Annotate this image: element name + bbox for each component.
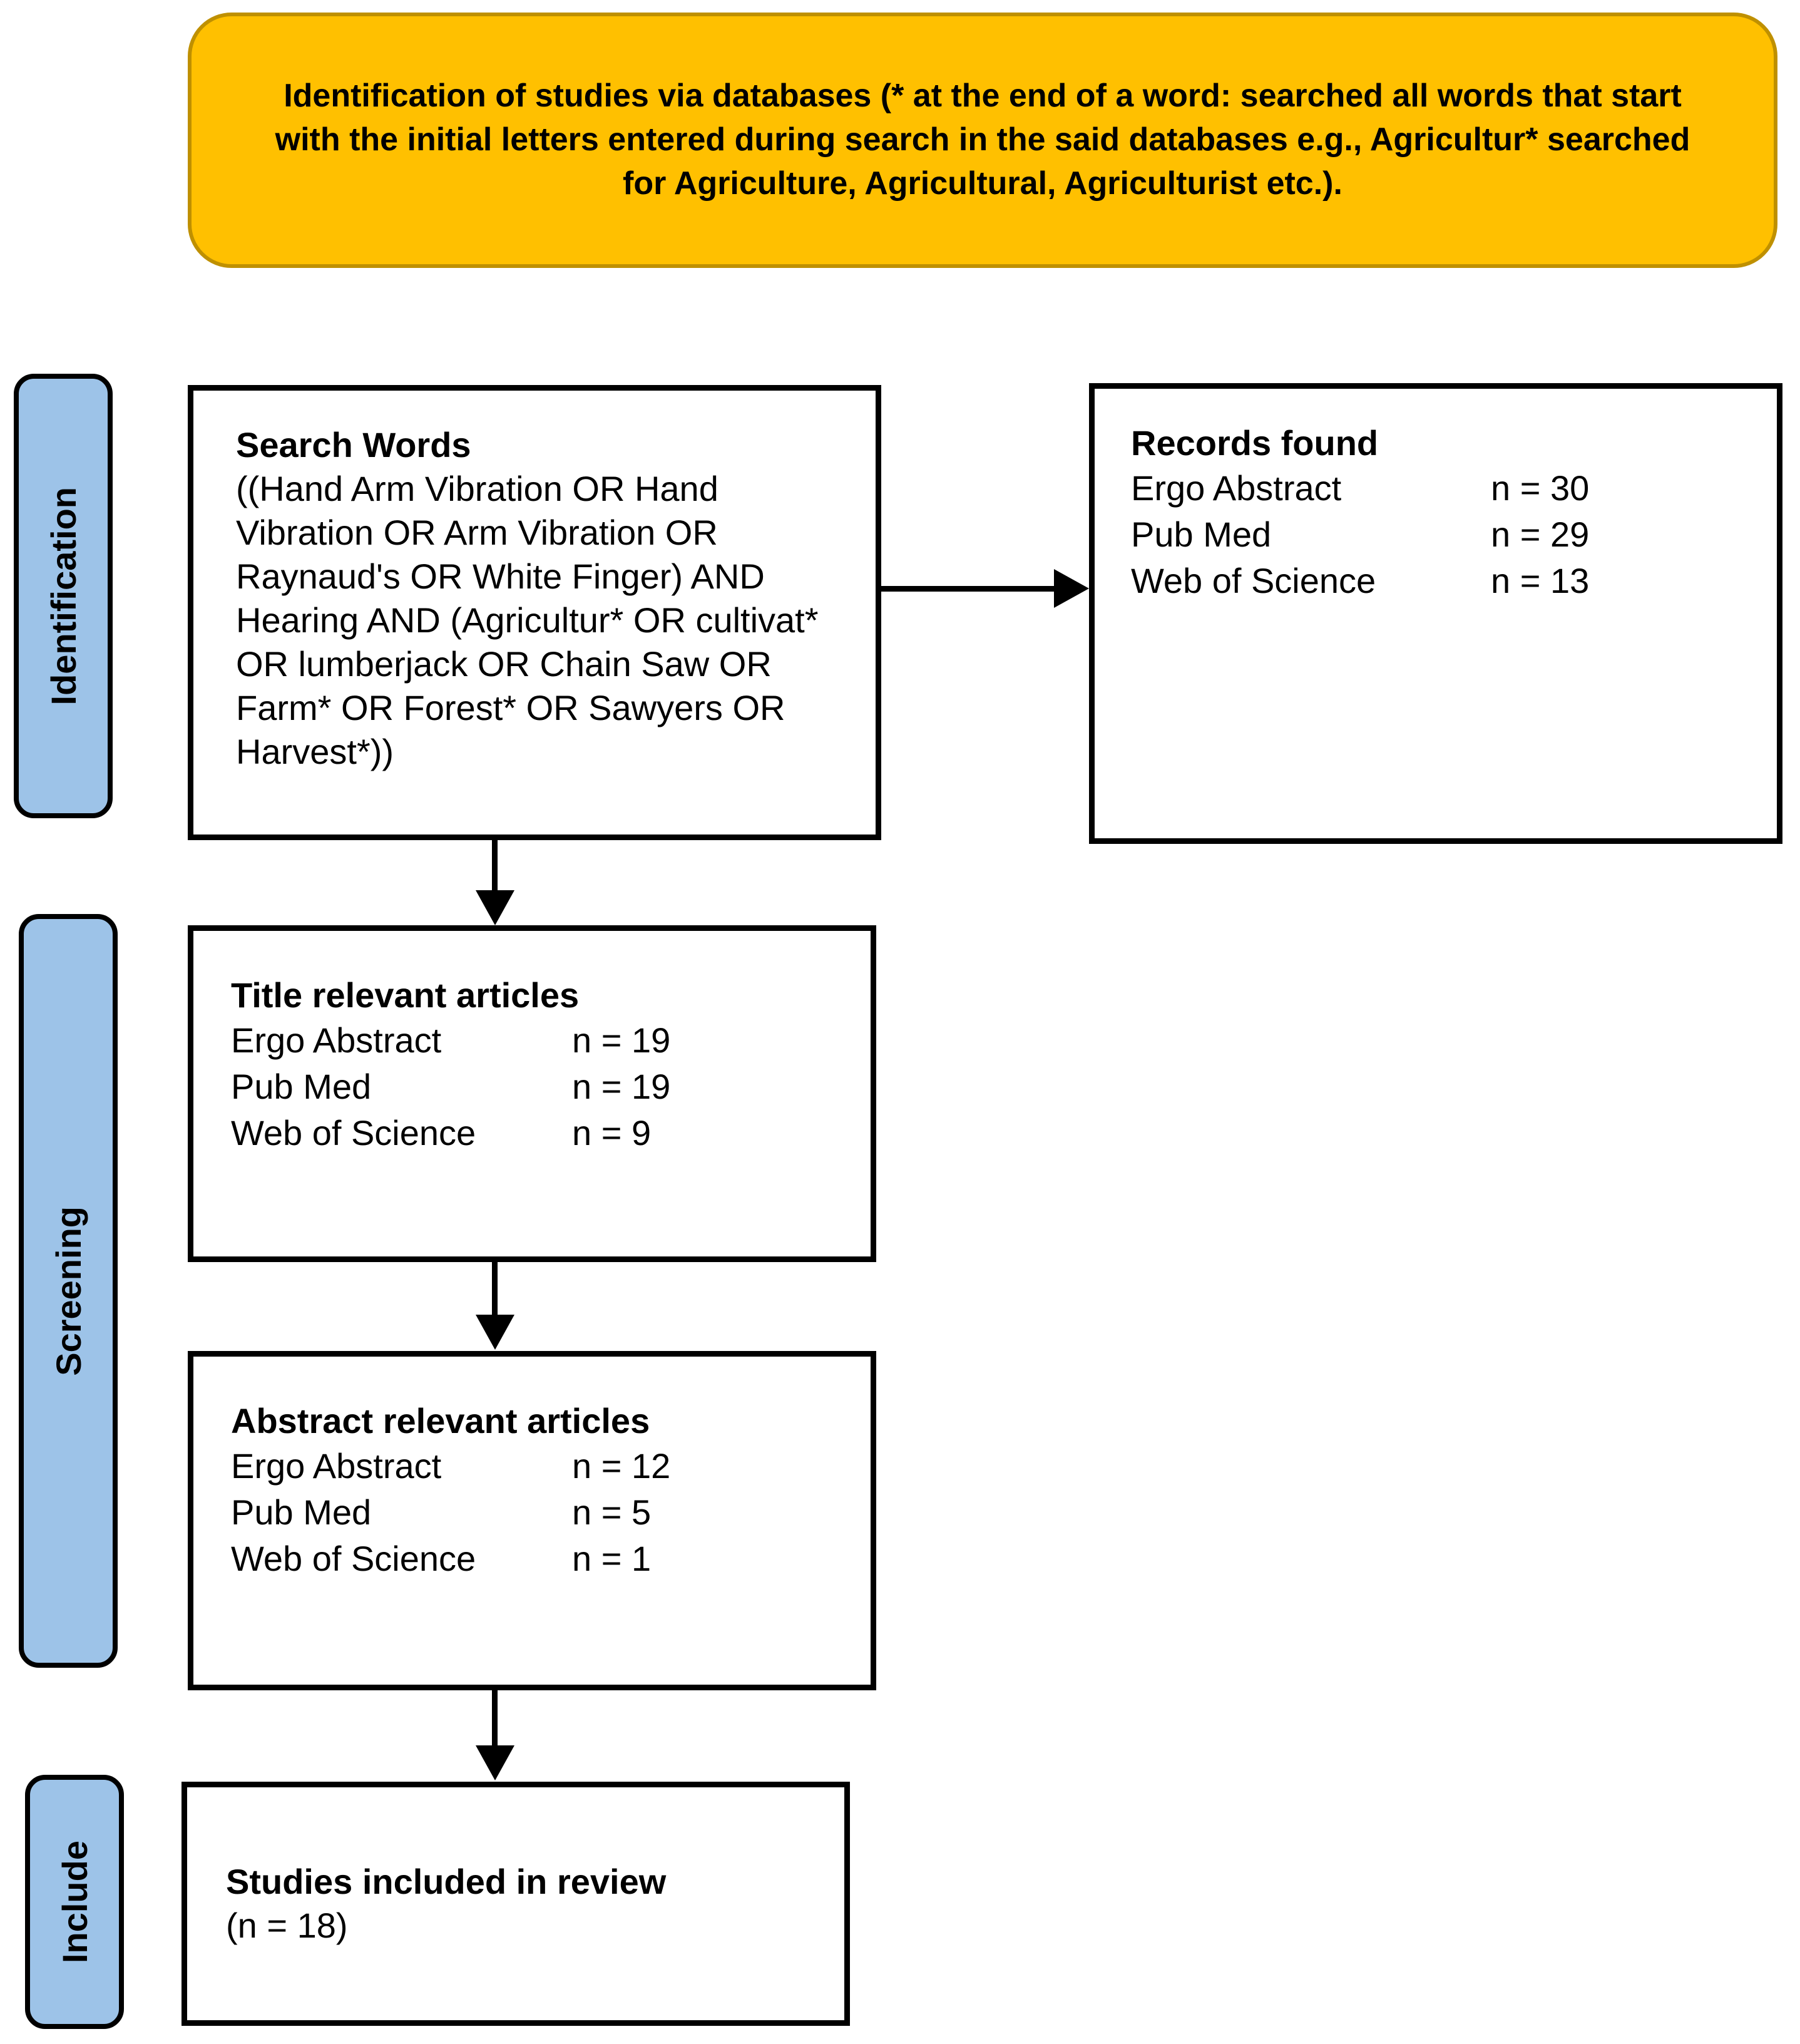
title-relevant-row: Pub Med n = 19: [231, 1064, 852, 1110]
search-words-box: Search Words ((Hand Arm Vibration OR Han…: [188, 385, 881, 840]
title-relevant-box: Title relevant articles Ergo Abstract n …: [188, 925, 876, 1262]
title-relevant-row: Ergo Abstract n = 19: [231, 1017, 852, 1064]
arrow-search-to-records-line: [881, 586, 1056, 592]
abstract-relevant-title: Abstract relevant articles: [231, 1401, 650, 1441]
records-row-source: Ergo Abstract: [1131, 468, 1342, 508]
stage-identification-label: Identification: [43, 486, 83, 706]
abstract-relevant-box: Abstract relevant articles Ergo Abstract…: [188, 1351, 876, 1690]
title-relevant-row: Web of Science n = 9: [231, 1110, 852, 1156]
records-row-source: Web of Science: [1131, 561, 1376, 600]
title-relevant-row-source: Ergo Abstract: [231, 1020, 442, 1060]
search-words-title: Search Words: [236, 425, 471, 465]
abstract-relevant-row: Web of Science n = 1: [231, 1536, 852, 1582]
header-note-box: Identification of studies via databases …: [188, 13, 1777, 268]
title-relevant-row-count: n = 9: [572, 1113, 652, 1153]
records-row: Web of Science n = 13: [1131, 558, 1758, 604]
header-note-text: Identification of studies via databases …: [275, 78, 1690, 202]
records-row: Pub Med n = 29: [1131, 511, 1758, 558]
arrow-search-to-title-line: [492, 840, 498, 891]
stage-include: Include: [25, 1775, 124, 2029]
abstract-relevant-row: Ergo Abstract n = 12: [231, 1443, 852, 1489]
title-relevant-row-source: Web of Science: [231, 1113, 476, 1153]
studies-included-box: Studies included in review (n = 18): [182, 1782, 850, 2026]
stage-screening: Screening: [19, 914, 118, 1668]
stage-identification: Identification: [14, 374, 113, 818]
abstract-relevant-row-source: Web of Science: [231, 1539, 476, 1578]
studies-included-count: (n = 18): [226, 1906, 348, 1945]
title-relevant-title: Title relevant articles: [231, 975, 580, 1015]
records-row-count: n = 29: [1491, 515, 1590, 554]
records-found-box: Records found Ergo Abstract n = 30 Pub M…: [1089, 383, 1782, 844]
abstract-relevant-row-count: n = 5: [572, 1492, 652, 1532]
title-relevant-row-count: n = 19: [572, 1020, 671, 1060]
arrow-search-to-title-head: [476, 890, 514, 925]
studies-included-title: Studies included in review: [226, 1862, 667, 1901]
records-row: Ergo Abstract n = 30: [1131, 465, 1758, 511]
stage-include-label: Include: [54, 1840, 95, 1964]
abstract-relevant-row-source: Ergo Abstract: [231, 1446, 442, 1486]
records-row-count: n = 13: [1491, 561, 1590, 600]
abstract-relevant-row: Pub Med n = 5: [231, 1489, 852, 1536]
abstract-relevant-row-count: n = 12: [572, 1446, 671, 1486]
records-row-count: n = 30: [1491, 468, 1590, 508]
arrow-title-to-abstract-head: [476, 1315, 514, 1350]
title-relevant-row-source: Pub Med: [231, 1067, 372, 1106]
search-query-text: ((Hand Arm Vibration OR Hand Vibration O…: [236, 469, 819, 771]
abstract-relevant-row-count: n = 1: [572, 1539, 652, 1578]
arrow-search-to-records-head: [1054, 569, 1089, 608]
stage-screening-label: Screening: [48, 1206, 88, 1376]
arrow-title-to-abstract-line: [492, 1262, 498, 1316]
arrow-abstract-to-included-head: [476, 1745, 514, 1780]
records-row-source: Pub Med: [1131, 515, 1272, 554]
abstract-relevant-row-source: Pub Med: [231, 1492, 372, 1532]
records-found-title: Records found: [1131, 423, 1379, 463]
title-relevant-row-count: n = 19: [572, 1067, 671, 1106]
arrow-abstract-to-included-line: [492, 1690, 498, 1747]
